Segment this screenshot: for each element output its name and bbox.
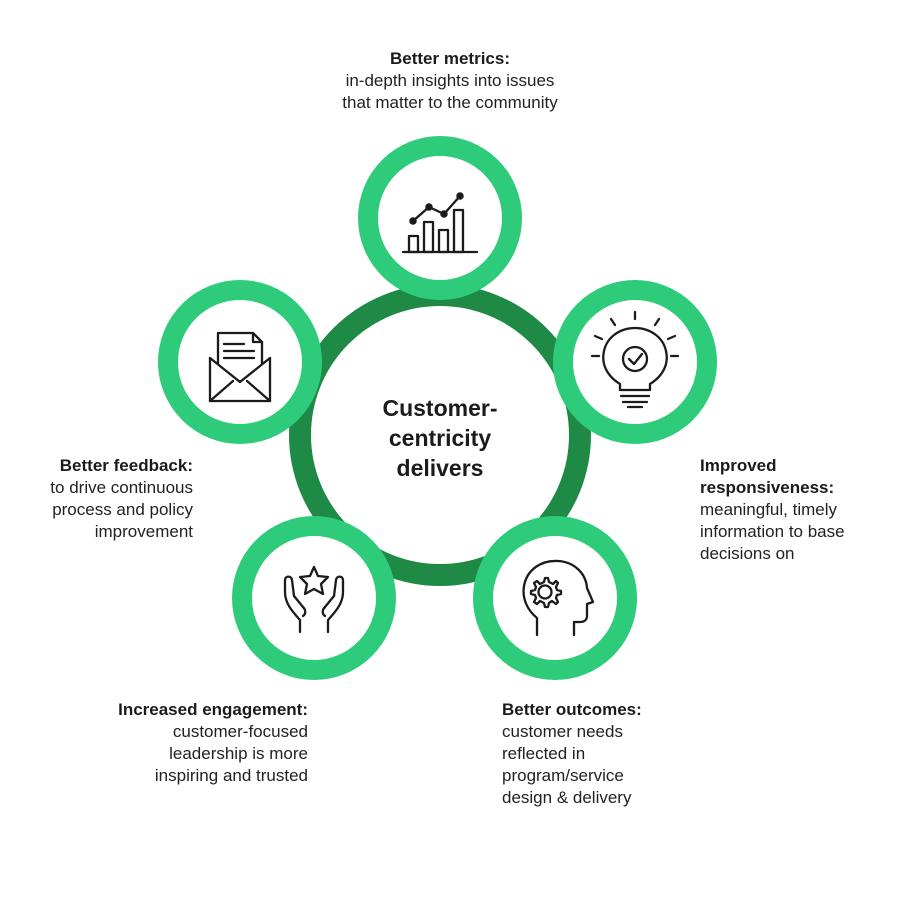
label-title: Increased engagement: (118, 700, 308, 719)
label-responsive: Improved responsiveness: meaningful, tim… (700, 455, 895, 565)
label-title: Better metrics: (390, 49, 510, 68)
label-line: leadership is more (169, 744, 308, 763)
label-title: responsiveness: (700, 478, 835, 497)
label-line: process and policy (52, 500, 193, 519)
label-metrics: Better metrics: in-depth insights into i… (250, 48, 650, 114)
head-gear-icon (522, 559, 595, 637)
label-line: to drive continuous (50, 478, 193, 497)
label-line: customer-focused (172, 722, 308, 741)
center-line: delivers (396, 455, 484, 481)
label-title: Better feedback: (59, 456, 193, 475)
center-title: Customer- centricity delivers (330, 393, 550, 483)
label-outcomes: Better outcomes: customer needs reflecte… (502, 699, 702, 809)
node-feedback (158, 280, 322, 444)
label-title: Better outcomes: (502, 700, 642, 719)
center-line: centricity (388, 425, 492, 451)
label-engagement: Increased engagement: customer-focused l… (40, 699, 308, 787)
hands-star-icon (283, 565, 345, 634)
label-line: meaningful, timely (700, 500, 838, 519)
node-outcomes (473, 516, 637, 680)
label-line: that matter to the community (342, 93, 558, 112)
node-responsive (553, 280, 717, 444)
node-ring (232, 516, 396, 680)
label-feedback: Better feedback: to drive continuous pro… (10, 455, 193, 543)
node-ring (158, 280, 322, 444)
node-ring (358, 136, 522, 300)
label-line: in-depth insights into issues (345, 71, 555, 90)
label-line: design & delivery (502, 788, 632, 807)
label-line: reflected in (502, 744, 586, 763)
label-line: customer needs (502, 722, 623, 741)
center-line: Customer- (382, 395, 498, 421)
label-line: information to base (700, 522, 845, 541)
envelope-letter-icon (208, 331, 272, 403)
bar-chart-icon (401, 192, 479, 254)
lightbulb-check-icon (590, 310, 680, 409)
node-metrics (358, 136, 522, 300)
node-engagement (232, 516, 396, 680)
label-line: program/service (502, 766, 624, 785)
label-line: improvement (94, 522, 193, 541)
label-line: inspiring and trusted (154, 766, 308, 785)
label-title: Improved (700, 456, 777, 475)
label-line: decisions on (700, 544, 795, 563)
